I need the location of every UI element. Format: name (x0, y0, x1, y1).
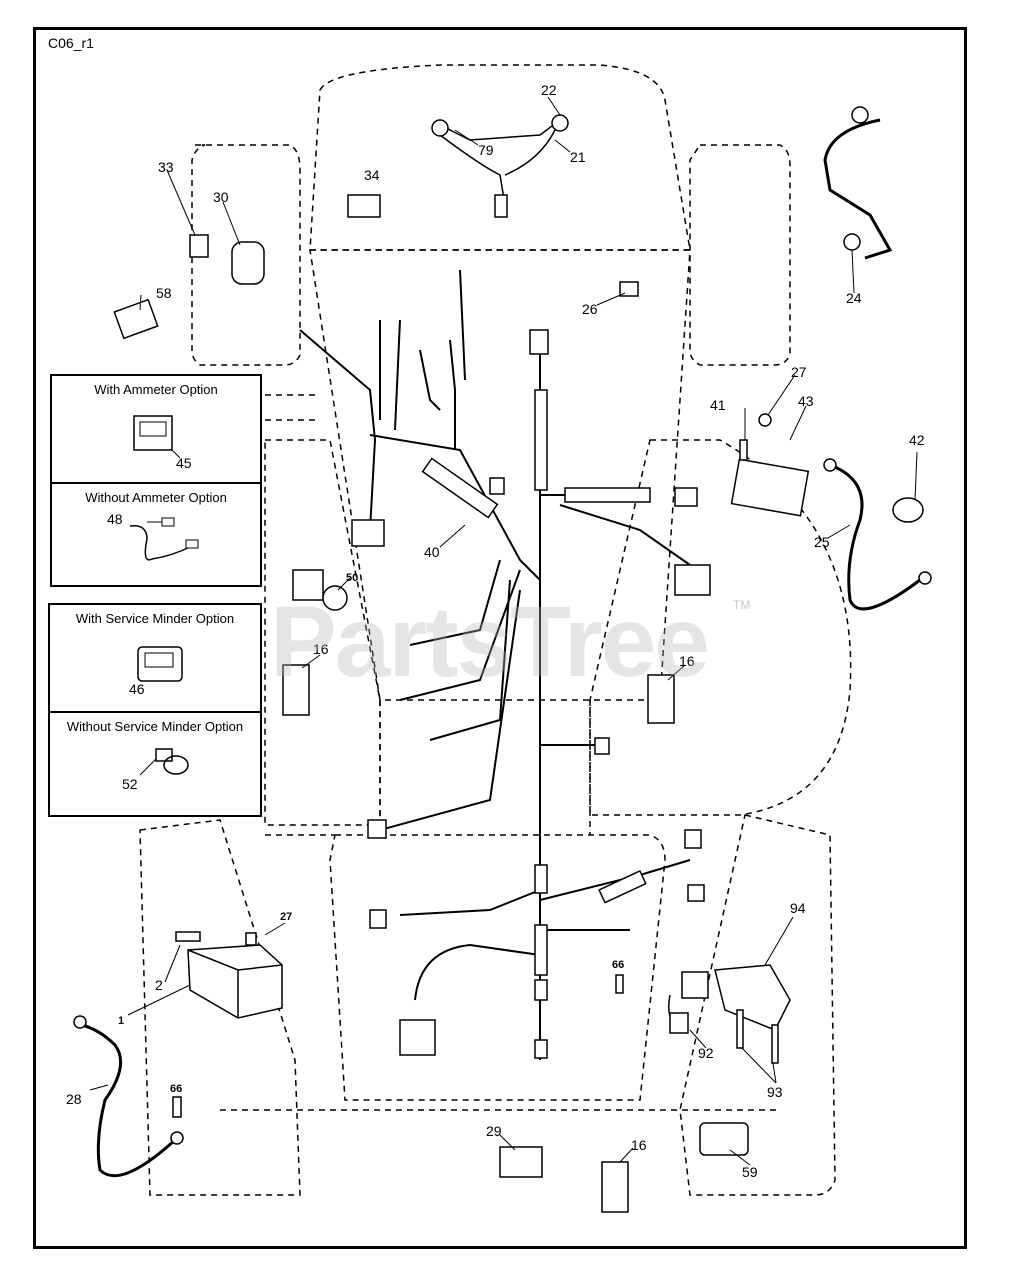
watermark-tm: TM (733, 598, 751, 612)
callout-94: 94 (790, 900, 806, 916)
callout-22: 22 (541, 82, 557, 98)
bolt-66 (172, 1096, 182, 1118)
connector-small (489, 477, 505, 495)
relay-16-right (647, 674, 675, 724)
ignition-switch-30 (231, 241, 265, 285)
bolt-2 (175, 931, 201, 942)
callout-66-left: 66 (170, 1083, 182, 1095)
callout-16-left: 16 (313, 641, 329, 657)
callout-79: 79 (478, 142, 494, 158)
callout-1: 1 (118, 1015, 124, 1027)
connector-mid (594, 737, 610, 755)
jumper-plug-52 (155, 748, 173, 762)
relay-16-bottom (601, 1161, 629, 1213)
nut-27-battery (245, 932, 257, 946)
connector-lower-left-2 (369, 909, 387, 929)
callout-46: 46 (129, 681, 145, 697)
callout-58: 58 (156, 285, 172, 301)
bolt-41 (739, 439, 748, 461)
module-59 (699, 1122, 749, 1156)
bracket-94 (714, 964, 791, 1031)
connector-top (529, 329, 549, 355)
callout-2: 2 (155, 977, 163, 993)
nut-27 (758, 413, 772, 427)
bolt-93-a (736, 1009, 744, 1049)
service-minder-46 (137, 646, 183, 682)
relay-16-left (282, 664, 310, 716)
connector-bottom (534, 1039, 548, 1059)
callout-26: 26 (582, 301, 598, 317)
harness-trunk-sleeve (534, 389, 548, 491)
callout-52: 52 (122, 776, 138, 792)
jumper-wire-48 (129, 525, 193, 561)
service-minder-option-box: With Service Minder Option 46 Without Se… (48, 603, 262, 817)
connector-lower-right-1 (684, 829, 702, 849)
harness-branch-sleeve (564, 487, 651, 503)
with-ammeter-title: With Ammeter Option (94, 382, 218, 397)
module-58 (113, 298, 159, 340)
callout-66-center: 66 (612, 959, 624, 971)
callout-21: 21 (570, 149, 586, 165)
callout-25: 25 (814, 534, 830, 550)
without-service-minder-cell: Without Service Minder Option 52 (50, 713, 260, 817)
without-ammeter-title: Without Ammeter Option (85, 490, 227, 505)
component-29 (499, 1146, 543, 1178)
callout-labels: 22 79 21 34 33 30 58 26 24 27 41 43 42 2… (66, 82, 925, 1180)
relay-50 (292, 569, 324, 601)
callout-42: 42 (909, 432, 925, 448)
callout-45: 45 (176, 455, 192, 471)
callout-48: 48 (107, 511, 123, 527)
ignition-plug (399, 1019, 436, 1056)
connector-right (674, 487, 698, 507)
without-ammeter-cell: Without Ammeter Option 48 (52, 484, 260, 587)
sleeve-lower-3 (534, 979, 548, 1001)
callout-30: 30 (213, 189, 229, 205)
with-ammeter-cell: With Ammeter Option 45 (52, 376, 260, 484)
callout-33: 33 (158, 159, 174, 175)
callout-50: 50 (346, 572, 358, 584)
with-service-minder-cell: With Service Minder Option 46 (50, 605, 260, 713)
key-33 (189, 234, 209, 258)
callout-28: 28 (66, 1091, 82, 1107)
relay-92-plug (669, 1012, 689, 1034)
relay-92 (681, 971, 709, 999)
callout-92: 92 (698, 1045, 714, 1061)
tractor-outline (139, 64, 852, 1196)
callout-24: 24 (846, 290, 862, 306)
callout-43: 43 (798, 393, 814, 409)
harness-connector-block (351, 519, 385, 547)
callout-40: 40 (424, 544, 440, 560)
ammeter-option-box: With Ammeter Option 45 Without Ammeter O… (50, 374, 262, 587)
without-service-minder-title: Without Service Minder Option (66, 719, 244, 734)
harness-sleeve-40 (421, 457, 499, 519)
solenoid-43 (730, 458, 810, 517)
inline-fuse-holder (598, 869, 647, 904)
fuse-26 (619, 281, 639, 297)
sleeve-lower-1 (534, 864, 548, 894)
plug-connector (674, 564, 711, 596)
callout-16-bottom: 16 (631, 1137, 647, 1153)
watermark: PartsTree (270, 586, 710, 698)
callout-27-battery: 27 (280, 911, 292, 923)
callout-27-top: 27 (791, 364, 807, 380)
drawing-id: C06_r1 (48, 35, 94, 51)
callout-16-right: 16 (679, 653, 695, 669)
part-symbols (73, 106, 932, 1213)
connector-lower-right-2 (687, 884, 705, 902)
with-service-minder-title: With Service Minder Option (75, 611, 235, 626)
callout-59: 59 (742, 1164, 758, 1180)
callout-29: 29 (486, 1123, 502, 1139)
callout-93: 93 (767, 1084, 783, 1100)
callout-34: 34 (364, 167, 380, 183)
bolt-66-center (615, 974, 624, 994)
leader-lines (89, 96, 918, 1166)
switch-34 (347, 194, 381, 218)
connector-lower-left (367, 819, 387, 839)
sleeve-lower-2 (534, 924, 548, 976)
bolt-93-b (771, 1024, 779, 1064)
callout-41: 41 (710, 397, 726, 413)
